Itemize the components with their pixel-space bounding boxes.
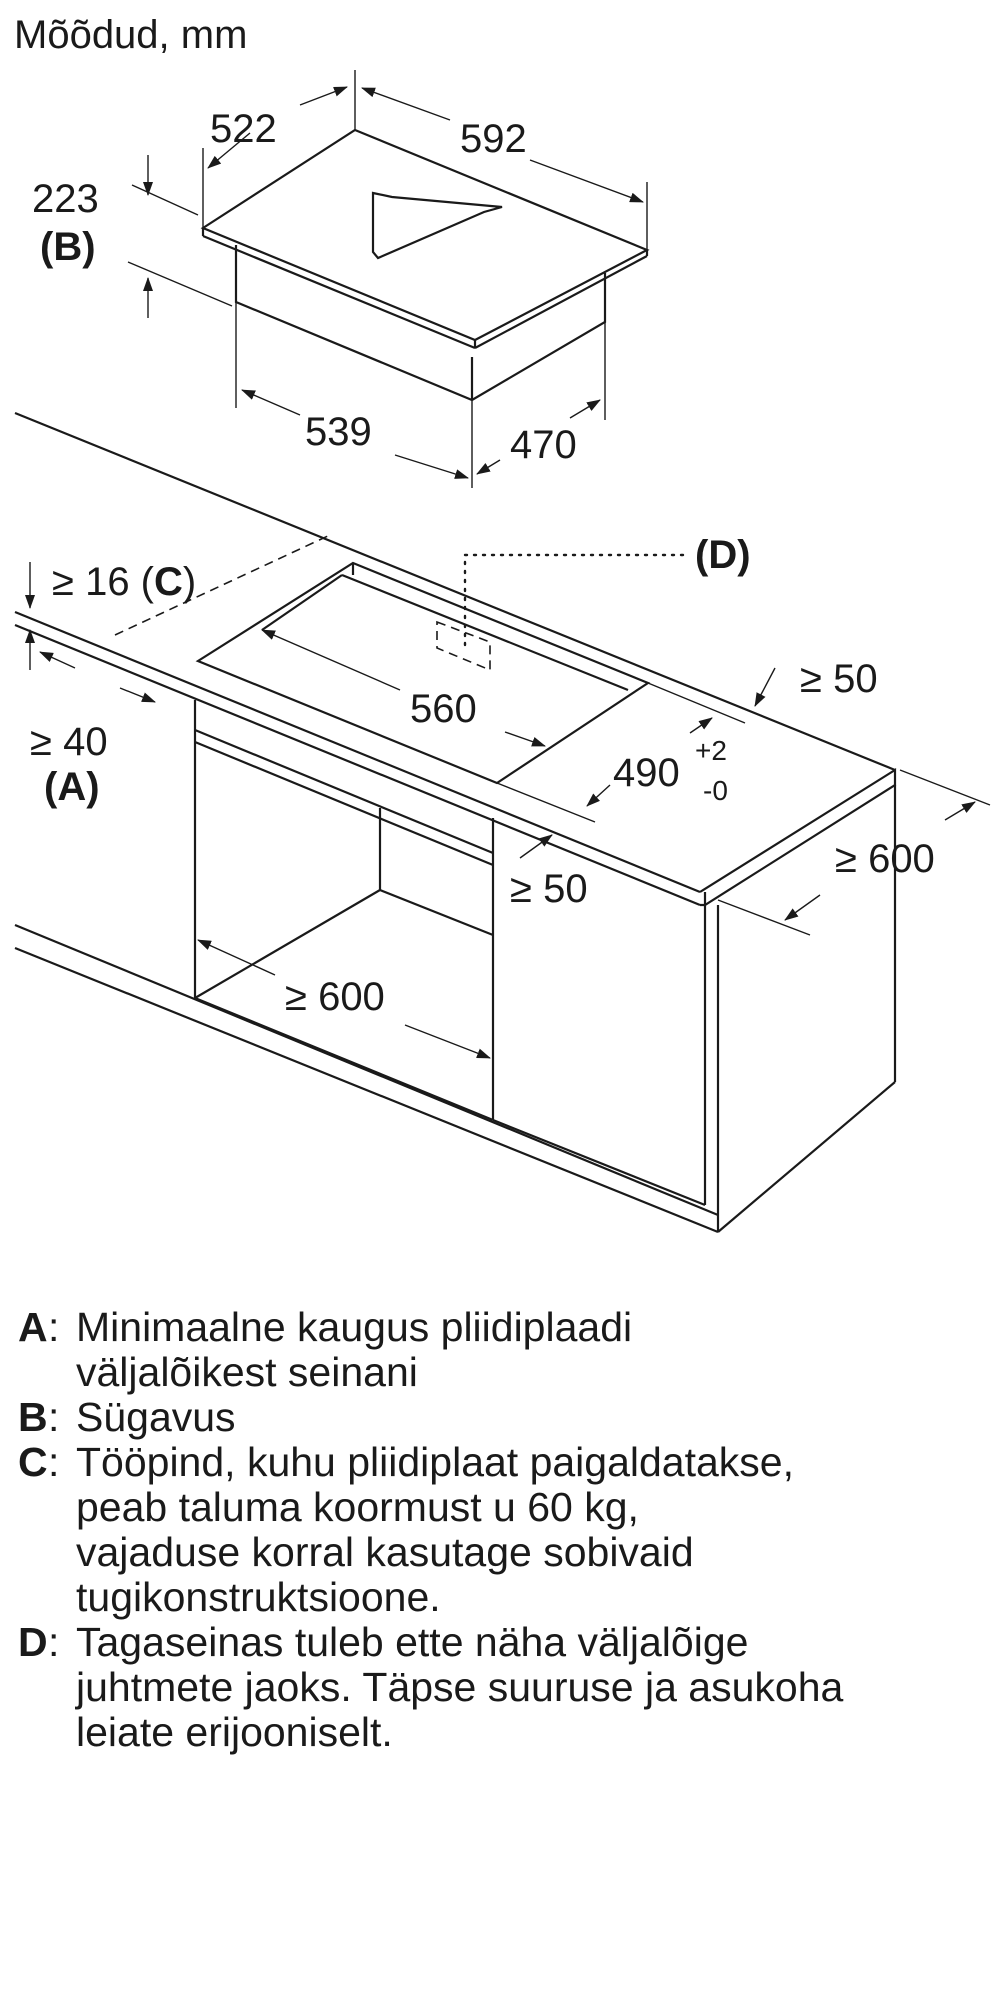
- dim-40-ref: (A): [44, 765, 100, 809]
- dim-worktop-thickness: ≥ 16 (C): [25, 560, 196, 670]
- dim-490-label: 490: [613, 751, 680, 795]
- dim-16-ref: C: [154, 560, 183, 604]
- dim-490-tol-plus: +2: [695, 735, 727, 766]
- dim-223-label: 223: [32, 177, 99, 221]
- installation-diagram: Mõõdud, mm 522 592 223: [14, 13, 991, 1234]
- dim-worktop-depth: ≥ 600: [717, 769, 991, 936]
- dim-gap-front: ≥ 50: [510, 834, 588, 911]
- dim-539-label: 539: [305, 410, 372, 454]
- dim-600-depth-label: ≥ 600: [835, 837, 935, 881]
- dim-470-label: 470: [510, 423, 577, 467]
- worktop-drawing: (D): [14, 411, 897, 1234]
- dim-560: 560: [261, 629, 546, 747]
- legend-item-b: B: Sügavus: [18, 1395, 988, 1440]
- vent-slot: [371, 191, 503, 260]
- dim-592-label: 592: [460, 117, 527, 161]
- dim-gap-back: ≥ 50: [754, 657, 878, 707]
- dim-490-tol-minus: -0: [703, 775, 728, 806]
- dim-223-ref: (B): [40, 225, 96, 269]
- legend-text: Tagaseinas tuleb ette näha väljalõige ju…: [76, 1619, 844, 1755]
- dim-560-label: 560: [410, 687, 477, 731]
- worktop-cutout: [195, 561, 651, 785]
- dim-50-back-label: ≥ 50: [800, 657, 878, 701]
- dim-40-label: ≥ 40: [30, 720, 108, 764]
- cable-opening-ref: (D): [695, 533, 751, 577]
- dim-522: 522: [202, 70, 356, 228]
- legend-key: A: [18, 1304, 48, 1350]
- dim-522-label: 522: [210, 107, 277, 151]
- dim-539: 539: [235, 302, 473, 488]
- legend-text: Sügavus: [76, 1394, 236, 1440]
- diagram-title: Mõõdud, mm: [14, 13, 247, 57]
- legend-item-a: A: Minimaalne kaugus pliidiplaadi väljal…: [18, 1305, 988, 1395]
- dim-223: 223 (B): [32, 155, 233, 318]
- legend: A: Minimaalne kaugus pliidiplaadi väljal…: [18, 1305, 988, 1755]
- legend-text: Minimaalne kaugus pliidiplaadi väljalõik…: [76, 1304, 633, 1395]
- legend-key: B: [18, 1394, 48, 1440]
- dim-592: 592: [361, 87, 648, 250]
- dim-50-front-label: ≥ 50: [510, 867, 588, 911]
- dim-600-cabinet-label: ≥ 600: [285, 975, 385, 1019]
- legend-item-d: D: Tagaseinas tuleb ette näha väljalõige…: [18, 1620, 988, 1755]
- dim-cabinet-width: ≥ 600: [197, 939, 491, 1059]
- cable-opening: [436, 620, 491, 672]
- dim-490: 490 +2 -0: [496, 682, 746, 823]
- dim-wall-gap: ≥ 40 (A): [30, 651, 156, 809]
- dim-470: 470: [476, 322, 606, 475]
- dim-16-prefix: ≥ 16 (: [52, 560, 155, 604]
- dim-16-suffix: ): [183, 560, 196, 604]
- legend-key: C: [18, 1439, 48, 1485]
- dim-16-label: ≥ 16 (C): [52, 560, 196, 604]
- legend-item-c: C: Tööpind, kuhu pliidiplaat paigaldatak…: [18, 1440, 988, 1620]
- legend-text: Tööpind, kuhu pliidiplaat paigaldatakse,…: [76, 1439, 795, 1620]
- legend-key: D: [18, 1619, 48, 1665]
- hob-drawing: [200, 128, 650, 402]
